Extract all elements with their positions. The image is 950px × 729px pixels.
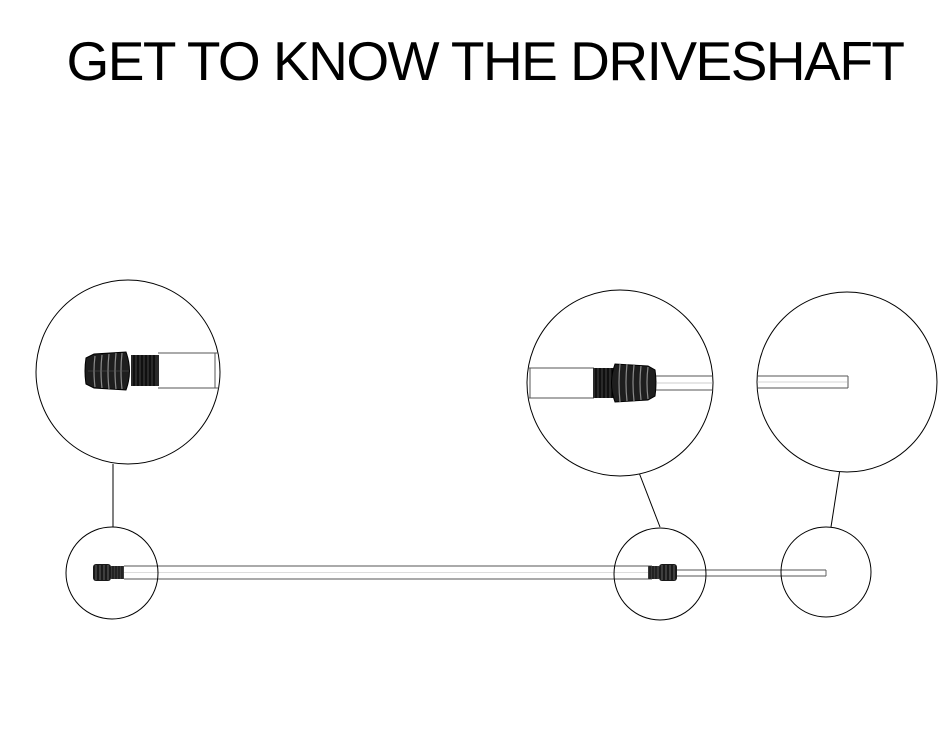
motor-end-nut: [93, 564, 124, 581]
driveshaft-assembly: [93, 564, 826, 581]
zoom-detail-square-tip: [750, 292, 937, 472]
zoom-detail-motor-end: [36, 280, 230, 464]
leader-line-right: [831, 469, 840, 527]
prop-end-nut: [648, 564, 677, 581]
leader-line-mid: [638, 470, 660, 527]
flex-shaft-tube: [124, 566, 652, 579]
zoom-detail-prop-end: [520, 290, 720, 476]
square-drive-tip: [677, 570, 826, 576]
